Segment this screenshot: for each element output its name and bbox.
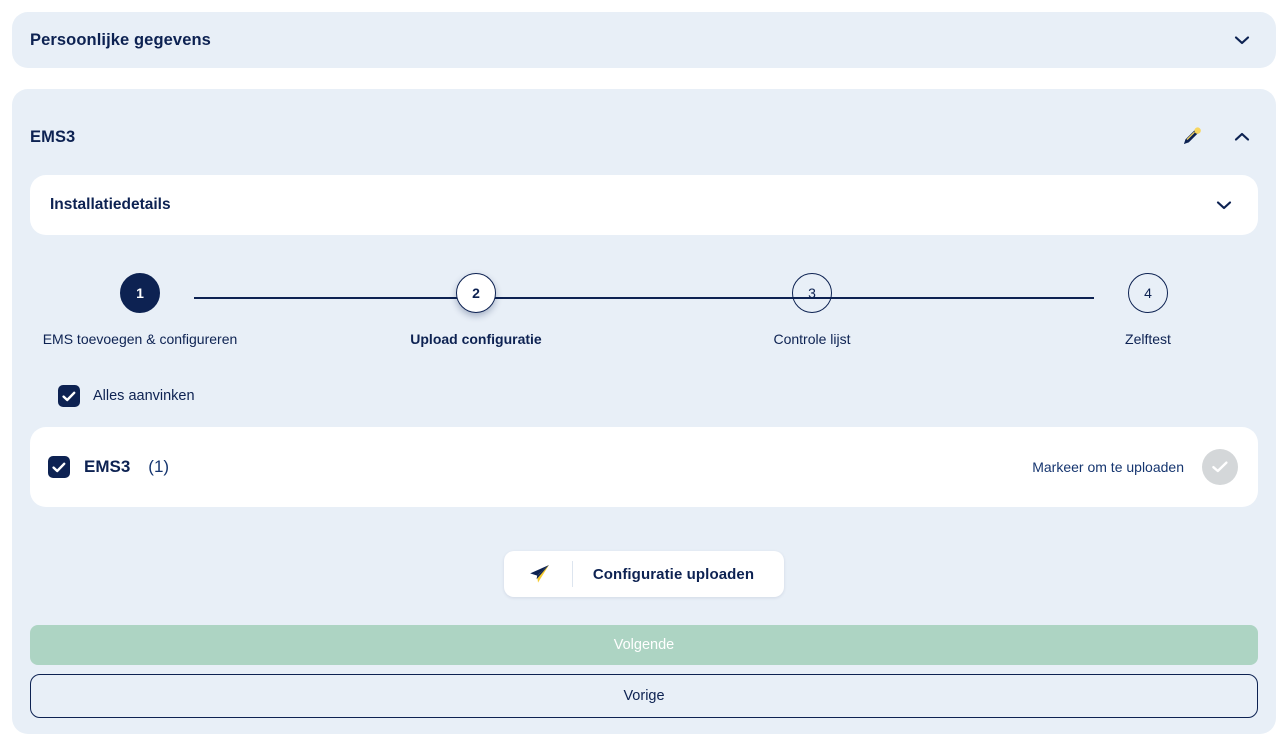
chevron-down-icon[interactable] — [1234, 35, 1250, 45]
chevron-down-glyph — [1234, 36, 1250, 45]
previous-button[interactable]: Vorige — [30, 674, 1258, 718]
chevron-down-glyph — [1216, 201, 1232, 210]
upload-button-wrap: Configuratie uploaden — [12, 551, 1276, 597]
stepper-step-3[interactable]: 3 Controle lijst — [702, 273, 922, 347]
panel-persoonlijke-gegevens: Persoonlijke gegevens — [12, 12, 1276, 68]
device-row-left: EMS3 (1) — [48, 456, 169, 478]
chevron-up-glyph — [1234, 132, 1250, 141]
stepper-step-1[interactable]: 1 EMS toevoegen & configureren — [30, 273, 250, 347]
stepper-step-2-label: Upload configuratie — [410, 331, 542, 347]
device-count: (1) — [148, 457, 170, 476]
panel-title-ems3: EMS3 — [30, 127, 76, 146]
panel-header-ems3[interactable]: EMS3 — [12, 89, 1276, 175]
device-row-ems3[interactable]: EMS3 (1) Markeer om te uploaden — [30, 427, 1258, 507]
device-name: EMS3 — [84, 457, 131, 476]
device-upload-hint: Markeer om te uploaden — [1032, 459, 1184, 475]
stepper-step-3-label: Controle lijst — [773, 331, 851, 347]
wizard-footer: Volgende Vorige — [30, 625, 1258, 718]
stepper-steps: 1 EMS toevoegen & configureren 2 Upload … — [30, 273, 1258, 347]
paper-plane-icon — [530, 565, 549, 583]
stepper-step-4-label: Zelftest — [1125, 331, 1171, 347]
check-glyph — [1212, 461, 1228, 473]
panel-ems3: EMS3 Installatied — [12, 89, 1276, 734]
stepper-step-4-circle: 4 — [1128, 273, 1168, 313]
subcard-title: Installatiedetails — [50, 196, 171, 213]
page-title: Persoonlijke gegevens — [30, 30, 211, 49]
stepper-track — [194, 297, 1094, 299]
check-circle-icon — [1202, 449, 1238, 485]
checkbox-checked-icon[interactable] — [58, 385, 80, 407]
chevron-up-icon[interactable] — [1234, 132, 1250, 142]
panel-header-actions — [1178, 124, 1250, 150]
pencil-glyph — [1184, 127, 1201, 144]
stepper-step-1-label: EMS toevoegen & configureren — [42, 331, 238, 347]
panel-header-persoonlijke-gegevens[interactable]: Persoonlijke gegevens — [12, 12, 1276, 68]
device-row-right: Markeer om te uploaden — [1032, 449, 1238, 485]
checkbox-checked-icon[interactable] — [48, 456, 70, 478]
stepper-step-2-circle: 2 — [456, 273, 496, 313]
upload-button-label: Configuratie uploaden — [592, 565, 755, 583]
subcard-installatiedetails[interactable]: Installatiedetails — [30, 175, 1258, 235]
check-glyph — [52, 462, 66, 472]
stepper-step-2[interactable]: 2 Upload configuratie — [366, 273, 586, 347]
stepper-step-1-circle: 1 — [120, 273, 160, 313]
check-all-label: Alles aanvinken — [93, 388, 195, 404]
upload-configuration-button[interactable]: Configuratie uploaden — [503, 551, 785, 597]
check-all-row[interactable]: Alles aanvinken — [58, 385, 195, 407]
check-glyph — [62, 391, 76, 401]
pencil-icon[interactable] — [1178, 124, 1204, 150]
stepper-step-4[interactable]: 4 Zelftest — [1038, 273, 1258, 347]
upload-button-divider — [571, 561, 573, 587]
stepper: 1 EMS toevoegen & configureren 2 Upload … — [12, 273, 1276, 365]
next-button[interactable]: Volgende — [30, 625, 1258, 665]
chevron-down-icon[interactable] — [1216, 200, 1232, 210]
stepper-step-3-circle: 3 — [792, 273, 832, 313]
